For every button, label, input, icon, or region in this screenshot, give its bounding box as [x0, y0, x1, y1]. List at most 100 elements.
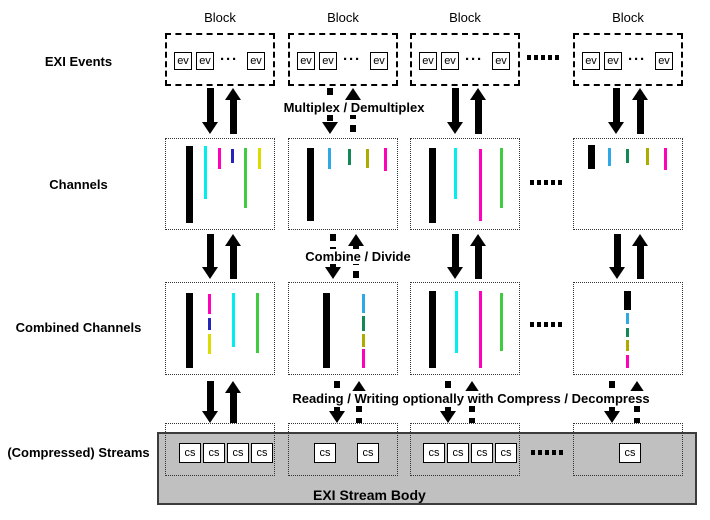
combined-channel-bar-green — [500, 293, 503, 351]
channel-box-2 — [288, 138, 398, 230]
arrow-head — [225, 234, 241, 246]
channel-bar-olive — [366, 149, 369, 168]
dashed-arrow-up-icon — [464, 381, 480, 423]
channel-bar-blue — [328, 148, 331, 169]
channel-bar-black — [588, 145, 595, 169]
reading-writing-label: Reading / Writing optionally with Compre… — [289, 391, 653, 406]
combined-channel-bar-darkgreen — [362, 316, 365, 331]
combined-channel-bar-magenta — [626, 355, 629, 368]
ev-ellipsis: ··· — [343, 51, 361, 68]
combined-channel-bar-black — [624, 291, 631, 310]
arrow-head — [447, 122, 463, 134]
arrow-shaft — [350, 99, 356, 134]
arrow-shaft — [636, 245, 644, 279]
channel-bar-green — [244, 148, 247, 208]
block-title: Block — [612, 10, 644, 25]
arrow-shaft — [356, 392, 362, 423]
arrow-head — [447, 267, 463, 279]
solid-arrow-down-icon — [447, 88, 463, 134]
solid-arrow-up-icon — [225, 88, 241, 134]
arrow-shaft — [634, 392, 640, 423]
arrow-shaft — [206, 88, 214, 123]
channel-box-3 — [410, 138, 520, 230]
arrow-head — [202, 122, 218, 134]
channel-bar-magenta — [218, 148, 221, 169]
arrow-head — [470, 88, 486, 100]
column-ellipsis-separator — [530, 180, 563, 185]
arrow-head — [322, 122, 338, 134]
ev-box: ev — [174, 52, 192, 70]
arrow-head — [470, 234, 486, 246]
arrow-head — [329, 411, 345, 423]
dashed-arrow-up-icon — [345, 88, 361, 134]
cs-box: cs — [179, 443, 201, 463]
arrow-shaft — [451, 234, 459, 268]
arrow-shaft — [613, 234, 621, 268]
arrow-head — [604, 411, 620, 423]
channel-bar-magenta — [664, 148, 667, 170]
ev-ellipsis: ··· — [628, 51, 646, 68]
ev-box: ev — [582, 52, 600, 70]
channel-bar-darkgreen — [626, 149, 629, 163]
arrow-shaft — [451, 88, 459, 123]
column-ellipsis-separator — [527, 55, 560, 60]
channel-box-1 — [165, 138, 275, 230]
solid-arrow-down-icon — [202, 88, 218, 134]
combined-channel-bar-olive — [362, 334, 365, 347]
ev-ellipsis: ··· — [220, 51, 238, 68]
ev-box: ev — [419, 52, 437, 70]
combined-channel-bar-darkgreen — [626, 328, 629, 337]
column-ellipsis-separator — [530, 322, 563, 327]
channel-bar-yellow — [258, 148, 261, 169]
solid-arrow-up-icon — [470, 234, 486, 279]
cs-box: cs — [203, 443, 225, 463]
arrow-shaft — [206, 234, 214, 268]
channel-bar-magenta — [384, 148, 387, 171]
channel-bar-olive — [646, 148, 649, 165]
arrow-head — [225, 381, 241, 393]
arrow-head — [351, 381, 367, 393]
arrow-head — [632, 234, 648, 246]
block-title: Block — [327, 10, 359, 25]
solid-arrow-up-icon — [470, 88, 486, 134]
combined-channel-bar-yellow — [208, 334, 211, 354]
combined-channel-bar-green — [256, 293, 259, 353]
row-label-exi-events: EXI Events — [44, 54, 113, 69]
combined-channel-bar-blue — [626, 313, 629, 324]
combined-channel-box-3 — [410, 282, 520, 375]
combined-channel-bar-blue — [362, 294, 365, 313]
cs-box: cs — [447, 443, 469, 463]
column-ellipsis-separator — [531, 450, 564, 455]
dashed-arrow-up-icon — [351, 381, 367, 423]
combined-channel-bar-magenta — [479, 291, 482, 368]
ev-box: ev — [297, 52, 315, 70]
arrow-head — [632, 88, 648, 100]
combined-channel-bar-magenta — [208, 294, 211, 314]
ev-box: ev — [492, 52, 510, 70]
ev-box: ev — [370, 52, 388, 70]
cs-box: cs — [227, 443, 249, 463]
solid-arrow-up-icon — [225, 234, 241, 279]
arrow-head — [440, 411, 456, 423]
ev-box: ev — [196, 52, 214, 70]
combined-channel-box-2 — [288, 282, 398, 375]
ev-box: ev — [655, 52, 673, 70]
ev-box: ev — [604, 52, 622, 70]
solid-arrow-down-icon — [202, 234, 218, 279]
multiplex-demultiplex-label: Multiplex / Demultiplex — [280, 100, 428, 115]
arrow-head — [464, 381, 480, 393]
cs-box: cs — [495, 443, 517, 463]
combined-channel-box-1 — [165, 282, 275, 375]
channel-box-4 — [573, 138, 683, 230]
row-label-channels: Channels — [49, 177, 108, 192]
arrow-head — [629, 381, 645, 393]
solid-arrow-down-icon — [608, 88, 624, 134]
channel-bar-black — [186, 146, 193, 223]
solid-arrow-up-icon — [225, 381, 241, 423]
channel-bar-blue — [608, 148, 611, 166]
cs-box: cs — [251, 443, 273, 463]
